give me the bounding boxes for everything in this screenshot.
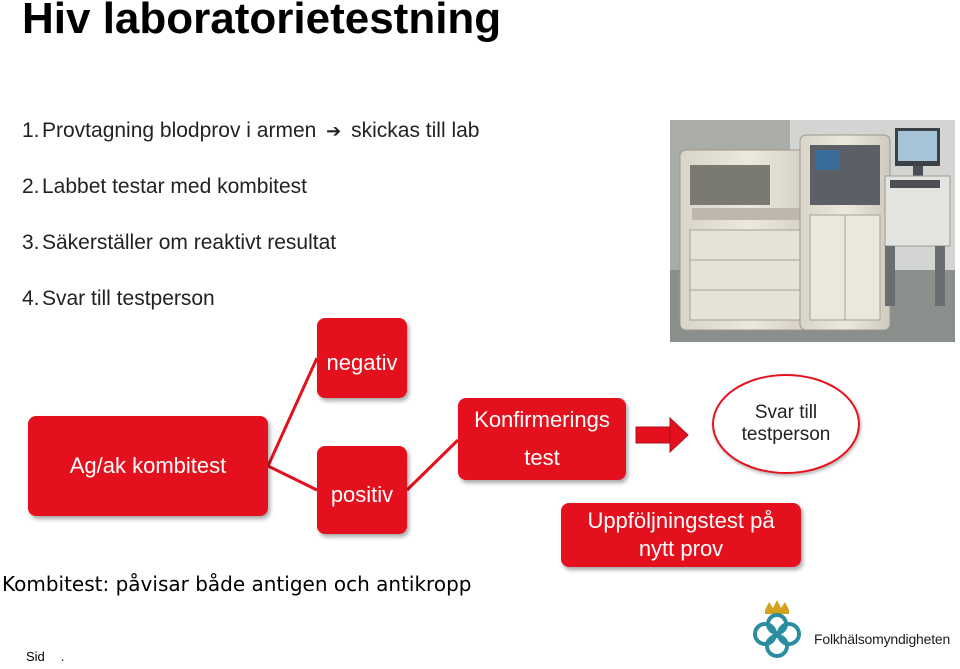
svar-label-line2: testperson: [741, 424, 831, 445]
step-1: 1.Provtagning blodprov i armen ➔ skickas…: [22, 118, 479, 174]
svar-till-testperson-oval: Svar till testperson: [712, 374, 860, 474]
lab-analyzer-photo: [670, 120, 955, 342]
logo-text: Folkhälsomyndigheten: [814, 631, 951, 647]
uppf-label-line2: nytt prov: [638, 536, 724, 561]
footnote: Kombitest: påvisar både antigen och anti…: [2, 572, 472, 596]
step-number: 4.: [22, 287, 40, 310]
konf-label-line1: Konfirmerings: [474, 407, 610, 432]
arrow-right-icon: [635, 416, 689, 454]
slide-number: Sid.: [26, 649, 64, 664]
step-number: 1.: [22, 119, 40, 142]
arrow-right-icon: ➔: [326, 121, 342, 141]
uppfoljningstest-box: Uppföljningstest på nytt prov: [561, 503, 801, 567]
negativ-label: negativ: [326, 350, 398, 375]
positiv-box: positiv: [317, 446, 407, 534]
step-number: 3.: [22, 231, 40, 254]
step-text-after: skickas till lab: [351, 119, 480, 142]
step-text: Svar till testperson: [42, 287, 215, 310]
slide-number-value: .: [60, 649, 65, 664]
connector-line-konf: [405, 438, 460, 492]
step-2: 2.Labbet testar med kombitest: [22, 174, 479, 230]
step-3: 3.Säkerställer om reaktivt resultat: [22, 230, 479, 286]
positiv-label: positiv: [330, 482, 394, 507]
folkhalsomyndigheten-logo: [745, 598, 955, 664]
uppf-label-line1: Uppföljningstest på: [587, 508, 775, 533]
ag-ak-kombitest-label: Ag/ak kombitest: [69, 453, 227, 478]
steps-list: 1.Provtagning blodprov i armen ➔ skickas…: [22, 118, 479, 342]
step-text: Provtagning blodprov i armen: [42, 119, 317, 142]
konfirmeringstest-box: Konfirmerings test: [458, 398, 626, 480]
negativ-box: negativ: [317, 318, 407, 398]
konf-label-line2: test: [524, 445, 560, 470]
slide-label: Sid: [26, 649, 45, 664]
lab-analyzer-illustration: [670, 120, 955, 342]
connector-line-negativ: [266, 357, 319, 467]
connector-line-positiv: [267, 464, 318, 492]
step-number: 2.: [22, 175, 40, 198]
page-title: Hiv laboratorietestning: [22, 0, 502, 43]
crown-knot-icon: [753, 600, 801, 658]
ag-ak-kombitest-box: Ag/ak kombitest: [28, 416, 268, 516]
step-text: Labbet testar med kombitest: [42, 175, 307, 198]
step-text: Säkerställer om reaktivt resultat: [42, 231, 337, 254]
svar-label-line1: Svar till: [754, 402, 818, 423]
step-4: 4.Svar till testperson: [22, 286, 479, 342]
